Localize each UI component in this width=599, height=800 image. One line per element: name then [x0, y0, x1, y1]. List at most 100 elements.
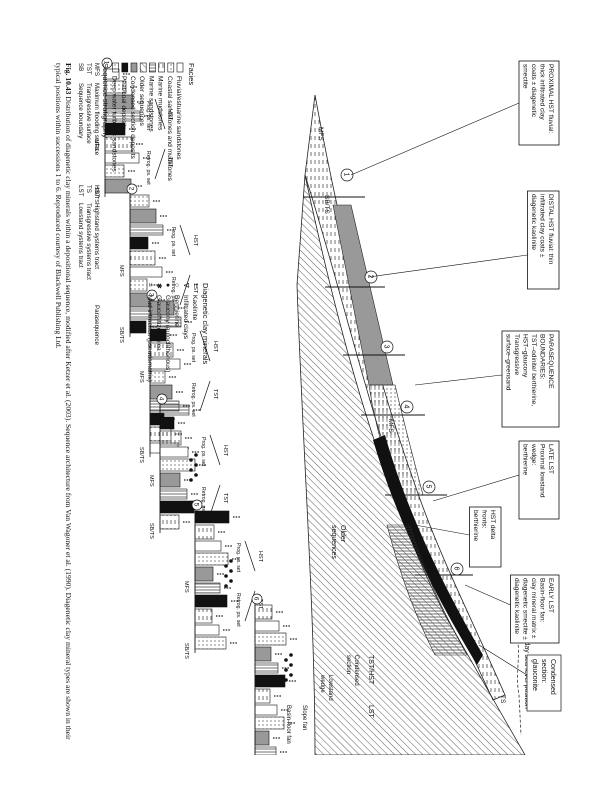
position-marker: 5	[422, 480, 436, 494]
position-number: 6	[453, 567, 460, 571]
callout-box: PROXIMAL HST fluvial:thick infiltrated c…	[350, 60, 560, 176]
hst-label: HST	[222, 445, 228, 457]
facies-label: Peat/coal deposits	[120, 76, 127, 131]
retrog-label: Retrog. ps. set	[235, 593, 241, 627]
log-bar	[254, 704, 278, 716]
log-bar	[129, 194, 150, 208]
older-label-line: sequences	[330, 525, 337, 559]
log-bar	[129, 236, 149, 250]
callout-line: BOUNDARIES:	[539, 334, 546, 380]
older-sequences-label: Older sequences	[330, 525, 346, 559]
log-bar	[254, 646, 272, 662]
retrog-label: Retrog. ps. set	[145, 151, 151, 185]
callout-line: wedge:	[530, 443, 537, 465]
condensed-section-band	[373, 435, 483, 665]
glaucony-dot	[284, 658, 288, 662]
lst-header: LST	[367, 705, 374, 719]
glaucony-dot	[224, 584, 228, 588]
glaucony-dot	[224, 574, 228, 578]
callout-line: diagenetic smectite ±	[522, 578, 529, 640]
facies-swatch	[158, 62, 165, 73]
clay-symbol: ●	[164, 283, 171, 287]
caption-label: Fig. 10.43	[64, 63, 73, 95]
log-number: 5	[193, 503, 200, 507]
log-bar	[159, 446, 189, 458]
facies-label: Older sequences	[138, 76, 145, 127]
tst-hst-header: TST/HST	[367, 655, 374, 685]
log-bar	[254, 674, 286, 688]
log-bar	[254, 716, 285, 730]
glaucony-dot	[194, 463, 198, 467]
sbts-label: SB/TS	[148, 523, 154, 539]
prog-label: Prog. ps. set	[170, 227, 176, 257]
log-number: 6	[253, 597, 260, 601]
sbts-label: SB/TS	[118, 327, 124, 343]
callout-line: berthierine	[472, 510, 479, 541]
mfs-label: MFS	[183, 581, 189, 593]
condensed-label-line: glauconite	[531, 659, 538, 691]
strat-log: 6	[251, 593, 298, 755]
facies-item: Marine sandstones	[147, 62, 156, 132]
tract-label: Lowstand systems tract	[77, 203, 84, 268]
position-marker: 4	[400, 400, 414, 414]
mfs-label: MFS	[148, 475, 154, 487]
glaucony-dot	[284, 678, 288, 682]
tst-label: TST	[167, 157, 173, 168]
surface-label: LST	[403, 515, 410, 527]
facies-swatch	[130, 62, 138, 73]
log-bar	[194, 552, 229, 566]
log-bar	[159, 488, 188, 500]
facies-legend: Facies Fluvial/estuarine sandstonesCoast…	[111, 62, 196, 182]
mfs-label: MFS	[118, 265, 124, 277]
log-number: 4	[158, 397, 165, 401]
callout-line: smectite	[522, 64, 529, 89]
sbts-label: SB/TS	[93, 187, 99, 203]
facies-item: Fluvial/estuarine sandstones	[175, 62, 184, 160]
glaucony-dot	[284, 668, 288, 672]
condensed-label-line: section:	[540, 659, 547, 683]
log-bar	[194, 636, 227, 650]
callout-line: diagenetic kaolinite	[513, 578, 520, 634]
log-bar	[159, 500, 195, 514]
facies-swatch	[112, 62, 119, 73]
glaucony-dot	[224, 564, 228, 568]
log6-label: wedge	[319, 674, 325, 693]
callout-line: PROXIMAL HST fluvial:	[547, 64, 554, 133]
callout-line: coats ± diagenetic	[530, 64, 537, 118]
clay-legend-title: Diagenetic clay minerals	[201, 283, 210, 365]
position-marker: 1	[340, 168, 354, 182]
glaucony-dot	[289, 673, 293, 677]
callout-line: LATE LST	[547, 444, 554, 474]
facies-label: Marine sandstones	[147, 76, 154, 132]
facies-swatch	[176, 62, 184, 73]
log-bar	[194, 582, 221, 594]
log-number: 2	[128, 187, 135, 191]
hst-label: HST	[167, 109, 173, 121]
clay-label: Kaolinite	[191, 295, 198, 321]
log-bar	[254, 620, 280, 632]
log-bar	[104, 136, 133, 152]
parasequence-label: Parasequence	[93, 305, 100, 345]
position-number: 2	[367, 275, 374, 279]
callout-line: infiltrated clay coats ±	[539, 194, 546, 258]
tract-abbr: TS	[85, 185, 92, 193]
log-bar	[194, 608, 213, 624]
facies-label: Coastal sandstones and mudstones	[166, 76, 173, 182]
callout-line: PARASEQUENCE	[547, 334, 554, 389]
log-bar	[254, 632, 287, 646]
mfs-label: MFS	[93, 139, 99, 151]
callout-line: HST delta	[489, 510, 496, 540]
strat-label: Sequence boundary	[77, 83, 84, 139]
hst-label: HST	[212, 341, 218, 353]
facies-label: Deep water turbiditic sandstones	[111, 76, 118, 172]
log-bar	[254, 604, 273, 620]
surface-label: MFS	[317, 127, 324, 141]
position-number: 4	[403, 405, 410, 409]
tract-label: Highstand systems tract	[93, 203, 100, 269]
